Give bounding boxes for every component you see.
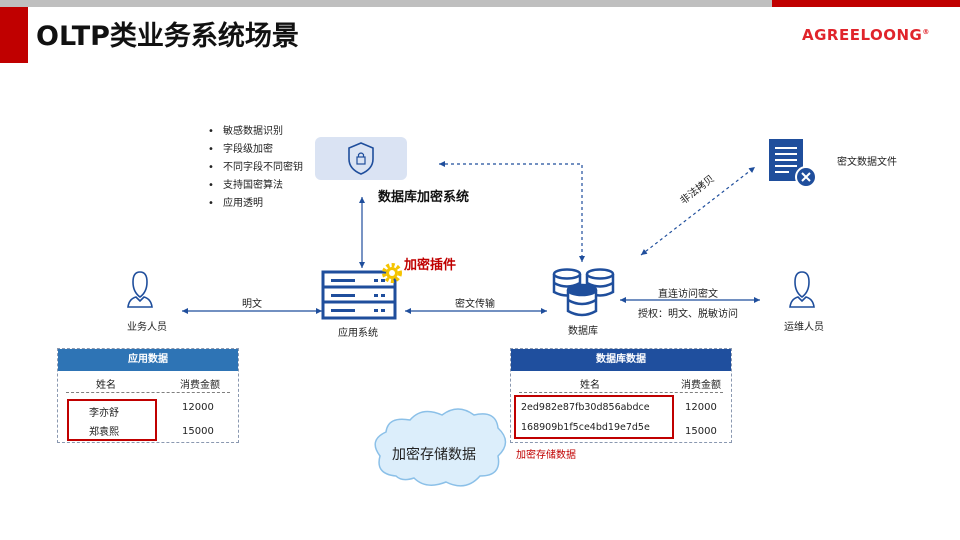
table-cell-name: 郑袁熙 (89, 427, 119, 438)
table-cell-amount: 15000 (182, 426, 214, 437)
db-data-table: 数据库数据 姓名 消费金额 2ed982e87fb30d856abdce 120… (510, 348, 732, 443)
edge-encryption-database (439, 161, 585, 262)
authorization-label: 授权：明文、脱敏访问 (638, 309, 738, 320)
feature-item: 敏感数据识别 (208, 123, 303, 141)
table-divider (66, 392, 230, 393)
column-header-amount: 消费金额 (681, 380, 721, 391)
column-header-amount: 消费金额 (180, 380, 220, 391)
feature-item: 字段级加密 (208, 141, 303, 159)
app-system-label: 应用系统 (338, 328, 378, 339)
ops-user-icon (789, 271, 815, 308)
encryption-system-node (315, 137, 407, 180)
top-bar-grey (0, 0, 772, 7)
page-title: OLTP类业务系统场景 (36, 21, 299, 52)
plaintext-label: 明文 (242, 299, 262, 310)
app-table-title: 应用数据 (58, 349, 238, 371)
table-cell-cipher-name: 168909b1f5ce4bd19e7d5e (521, 422, 650, 433)
app-data-table: 应用数据 姓名 消费金额 李亦舒 12000 郑袁熙 15000 (57, 348, 239, 443)
logo-text: AGREELOONG (802, 26, 923, 44)
title-accent-block (0, 7, 28, 63)
brand-logo: AGREELOONG® (802, 26, 930, 44)
table-cell-cipher-name: 2ed982e87fb30d856abdce (521, 402, 650, 413)
server-icon (321, 270, 397, 320)
encryption-system-label: 数据库加密系统 (378, 190, 470, 205)
table-cell-name: 李亦舒 (89, 408, 119, 419)
business-user-icon (127, 271, 153, 308)
table-cell-amount: 12000 (182, 402, 214, 413)
gear-icon (382, 263, 402, 283)
database-label: 数据库 (568, 326, 598, 337)
business-user-label: 业务人员 (127, 322, 167, 333)
edge-illegal-copy (640, 166, 756, 256)
feature-list: 敏感数据识别 字段级加密 不同字段不同密钥 支持国密算法 应用透明 (208, 123, 303, 213)
db-table-note: 加密存储数据 (516, 450, 576, 461)
cipher-file-label: 密文数据文件 (837, 157, 897, 168)
column-header-name: 姓名 (580, 380, 600, 391)
ops-user-label: 运维人员 (784, 322, 824, 333)
cloud-shape (374, 408, 507, 487)
feature-item: 不同字段不同密钥 (208, 159, 303, 177)
top-bar-red (772, 0, 960, 7)
direct-access-label: 直连访问密文 (658, 289, 718, 300)
db-table-title: 数据库数据 (511, 349, 731, 371)
app-table-highlight (67, 399, 157, 441)
table-divider (519, 392, 723, 393)
table-cell-amount: 15000 (685, 426, 717, 437)
close-badge-icon (795, 166, 817, 188)
db-table-highlight (514, 395, 674, 439)
table-cell-amount: 12000 (685, 402, 717, 413)
shield-icon (348, 142, 374, 175)
feature-item: 应用透明 (208, 195, 303, 213)
database-icon (552, 268, 615, 317)
cipher-transfer-label: 密文传输 (455, 299, 495, 310)
logo-mark: ® (922, 28, 930, 36)
plugin-label: 加密插件 (404, 258, 457, 273)
column-header-name: 姓名 (96, 380, 116, 391)
cloud-label: 加密存储数据 (392, 447, 476, 463)
feature-item: 支持国密算法 (208, 177, 303, 195)
